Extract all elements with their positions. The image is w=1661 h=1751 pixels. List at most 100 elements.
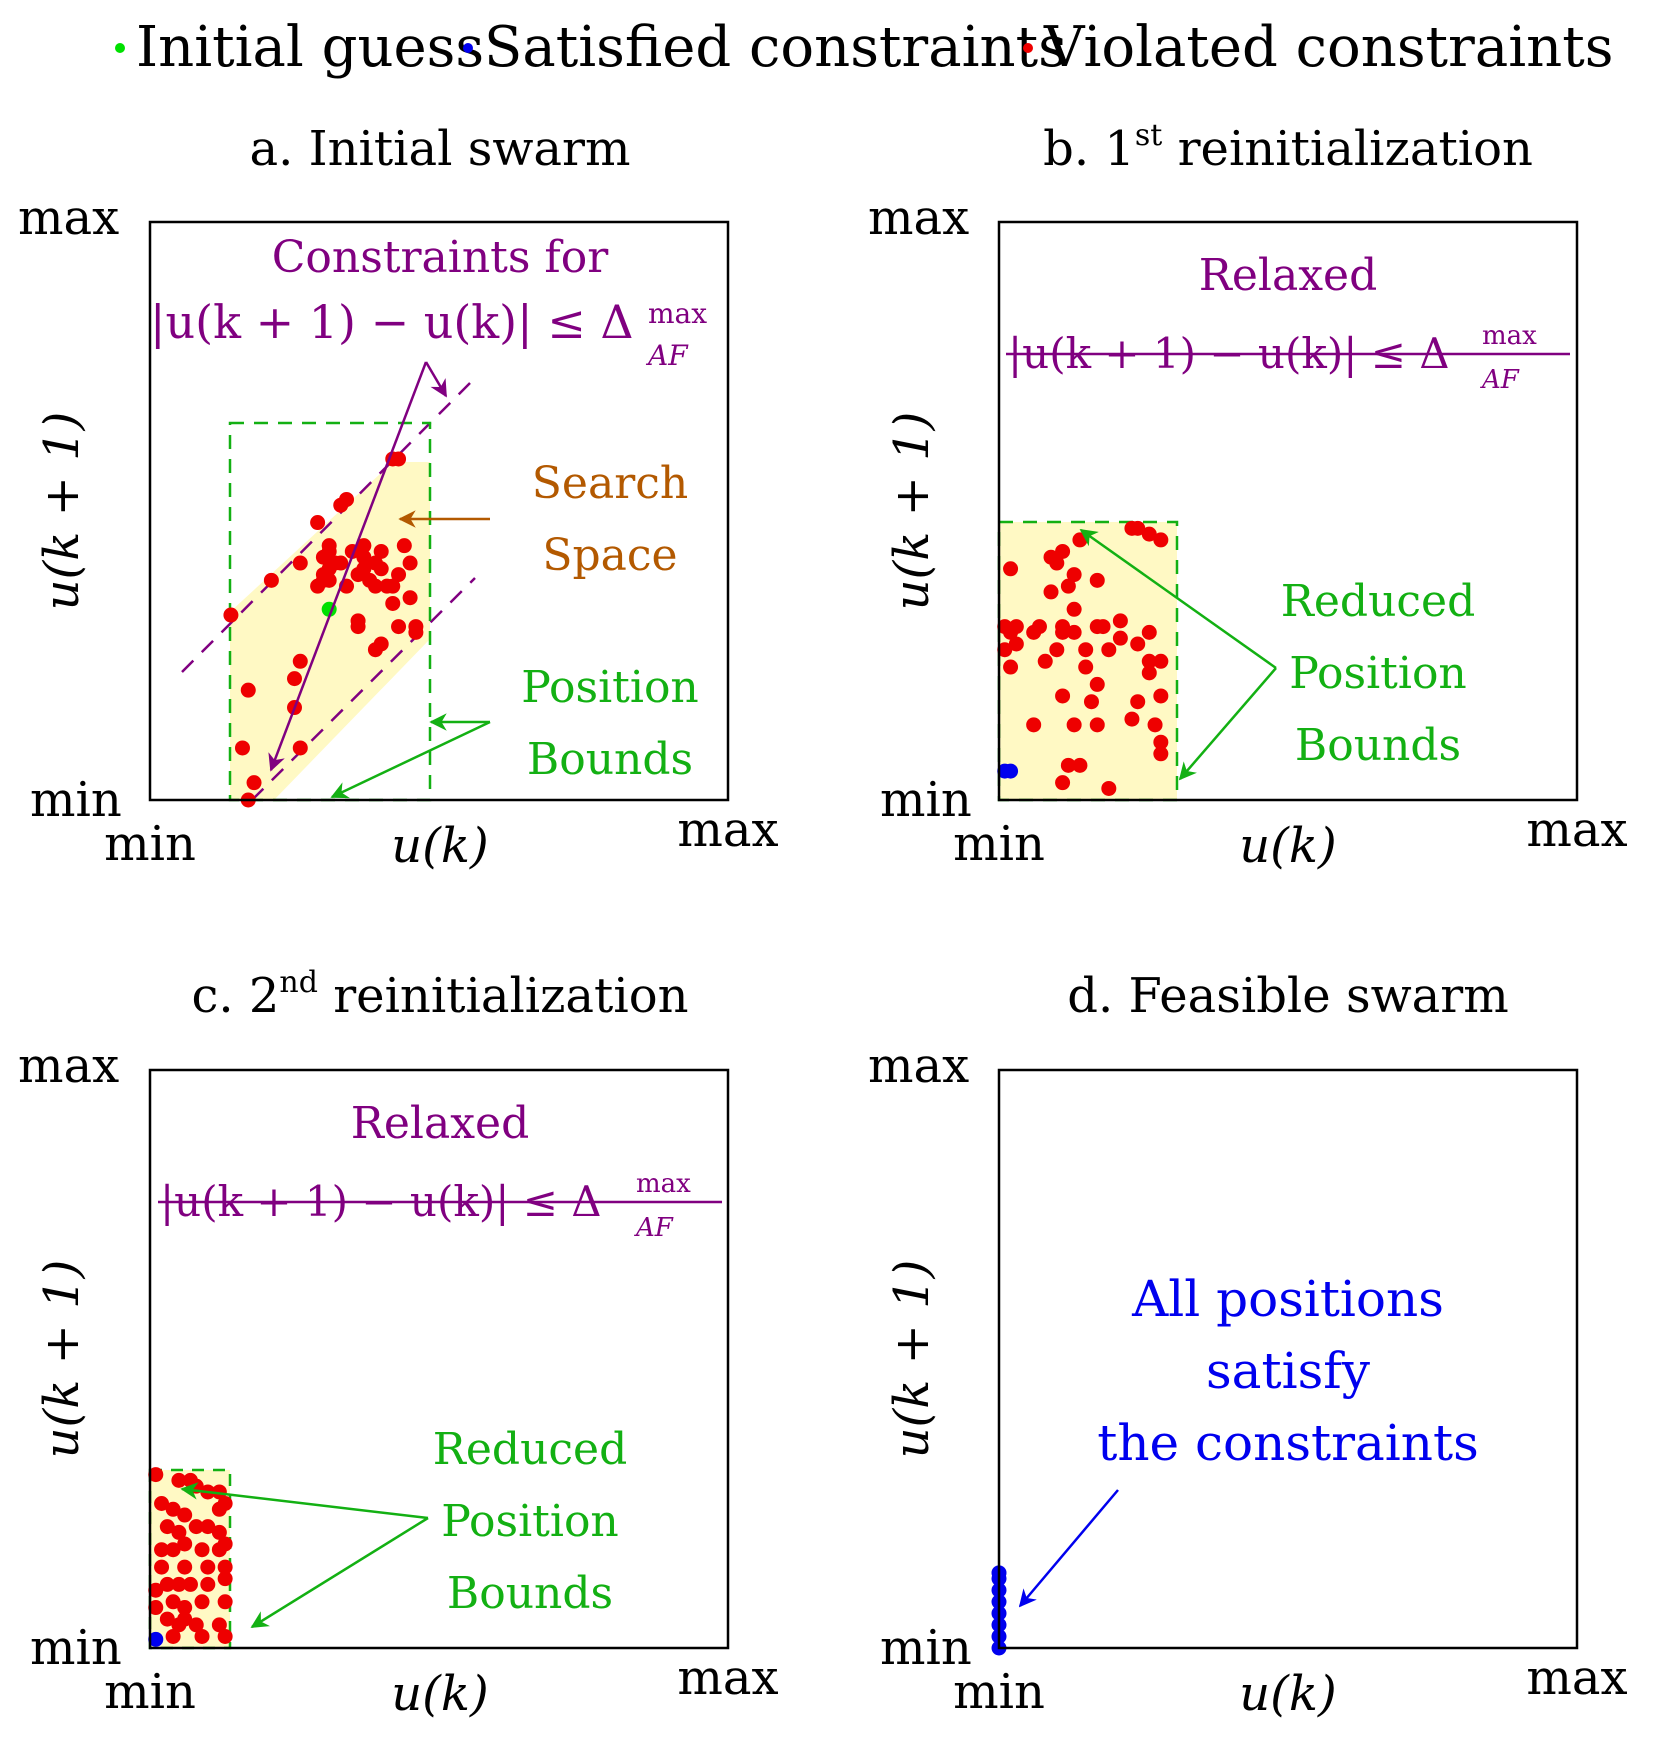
panel-c-violated-point (211, 1501, 227, 1517)
panel-c-violated-point (177, 1559, 193, 1575)
panel-b-violated-point (1078, 642, 1094, 658)
panel-b-violated-point (1141, 665, 1157, 681)
position-bounds-label-1: Position (521, 662, 699, 713)
search-space-label-1: Search (532, 458, 688, 509)
panel-b-violated-point (1060, 578, 1076, 594)
panel-c-violated-point (200, 1576, 216, 1592)
panel-d-note-1: All positions (1131, 1270, 1444, 1328)
panel-a-violated-point (315, 549, 331, 565)
panel-b-violated-point (1083, 694, 1099, 710)
panel-a-violated-point (287, 671, 302, 687)
panel-c-constraint-formula: |u(k + 1) − u(k)| ≤ Δ max AF (158, 1169, 722, 1243)
svg-text:|u(k + 1) − u(k)| ≤ Δ: |u(k + 1) − u(k)| ≤ Δ (150, 295, 634, 349)
panel-d-note-3: the constraints (1097, 1414, 1479, 1472)
panel-d: d. Feasible swarm All positions satisfy … (868, 968, 1628, 1722)
panel-c-violated-point (194, 1628, 210, 1644)
panel-c-arrow-bottom (250, 1516, 429, 1629)
panel-b-reduced-2: Position (1289, 648, 1467, 699)
panel-a-violated-point (310, 578, 326, 594)
panel-b-constraint-formula: |u(k + 1) − u(k)| ≤ Δ max AF (1006, 321, 1570, 395)
panel-b-violated-point (1060, 757, 1076, 773)
panel-b-violated-point (1026, 717, 1042, 733)
panel-c-xmax: max (677, 1650, 778, 1706)
panel-b-violated-point (1055, 775, 1071, 791)
constraint-sub: AF (645, 339, 689, 372)
panel-b-violated-point (1153, 532, 1169, 548)
panel-c-violated-point (154, 1559, 170, 1575)
panel-a-violated-point (408, 624, 424, 640)
panel-b-violated-point (1095, 619, 1111, 635)
panel-a-violated-point (391, 567, 407, 583)
panel-c-violated-point (177, 1507, 193, 1523)
panel-d-xlabel: u(k) (1239, 1666, 1336, 1722)
panel-a-title: a. Initial swarm (249, 121, 630, 177)
panel-c-violated-point (194, 1594, 210, 1610)
panel-b-violated-point (1089, 676, 1105, 692)
panel-a-violated-point (321, 572, 337, 588)
panel-b-ylabel: u(k + 1) (884, 412, 940, 611)
panel-c-violated-point (211, 1484, 227, 1500)
panel-c-violated-point (188, 1519, 204, 1535)
legend-marker-initial (115, 43, 125, 53)
panel-d-ymin: min (880, 1620, 972, 1676)
panel-b-reduced-3: Bounds (1295, 720, 1461, 771)
constraint-arrow-lower (268, 361, 428, 772)
panel-a-violated-point (292, 740, 308, 756)
panel-c-frame (148, 1068, 730, 1650)
panel-b-violated-point (1101, 780, 1117, 796)
panel-c-violated-point (165, 1628, 181, 1644)
panel-c-violated-point (194, 1542, 210, 1558)
panel-a-violated-point (350, 613, 366, 629)
panel-a-constraint-formula: |u(k + 1) − u(k)| ≤ Δ max AF (150, 295, 707, 372)
panel-b-violated-point (1055, 688, 1071, 704)
panel-c-violated-point (171, 1576, 187, 1592)
panel-a-violated-point (402, 555, 418, 571)
panel-c-violated-point (217, 1571, 233, 1587)
panel-d-note-2: satisfy (1206, 1342, 1371, 1400)
constraint-lhs: |u(k + 1) − u(k)| ≤ Δ (150, 295, 634, 349)
panel-b-violated-point (1066, 567, 1082, 583)
panel-c-violated-point (171, 1524, 187, 1540)
panel-b-relaxed-label: Relaxed (1199, 250, 1378, 301)
panel-b-arrow-bottom (1178, 667, 1277, 781)
panel-c-violated-point (177, 1611, 193, 1627)
legend-label-satisfied: Satisfied constraints (484, 15, 1067, 80)
panel-c-violated-point (159, 1519, 175, 1535)
panel-c-ymax: max (18, 1038, 119, 1094)
panel-a-violated-point (234, 740, 250, 756)
panel-c-violated-point (182, 1576, 198, 1592)
panel-d-xmin: min (953, 1664, 1045, 1720)
panel-c-violated-point (154, 1496, 170, 1511)
panel-b-violated-point (1141, 526, 1157, 542)
panel-d-ylabel: u(k + 1) (884, 1260, 940, 1459)
panel-b-satisfied-point (1003, 763, 1019, 779)
panel-a-violated-point (385, 578, 401, 594)
panel-c-violated-point (211, 1542, 227, 1558)
panel-b-violated-point (1066, 717, 1082, 733)
panel-a-violated-point (391, 451, 407, 467)
panel-b-violated-point (1130, 520, 1146, 536)
panel-c-violated-point (159, 1576, 175, 1592)
panel-a-violated-point (350, 567, 366, 583)
panel-b-arrow-top (1079, 528, 1277, 670)
panel-a-ymin: min (30, 772, 122, 828)
panel-c: c. 2nd reinitialization Relaxed |u(k + 1… (18, 965, 779, 1722)
panel-d-arrow (1018, 1489, 1119, 1608)
panel-a-violated-point (333, 555, 349, 571)
legend-label-initial: Initial guess (136, 15, 484, 80)
panel-a-violated-point (321, 561, 337, 577)
panel-b-xmin: min (953, 816, 1045, 872)
panel-b-reduced-1: Reduced (1281, 576, 1476, 627)
panel-c-violated-point (148, 1582, 164, 1598)
panel-c-violated-point (217, 1594, 233, 1610)
panel-b-points (997, 520, 1169, 796)
panel-d-frame (997, 1068, 1579, 1650)
panel-b-violated-point (1124, 711, 1140, 727)
panel-c-violated-point (159, 1611, 175, 1627)
panel-c-violated-point (200, 1559, 216, 1575)
panel-c-reduced-2: Position (441, 1496, 619, 1547)
panel-b-violated-point (1003, 561, 1019, 577)
panel-b-violated-point (997, 642, 1013, 658)
panel-b-xmax: max (1526, 802, 1627, 858)
